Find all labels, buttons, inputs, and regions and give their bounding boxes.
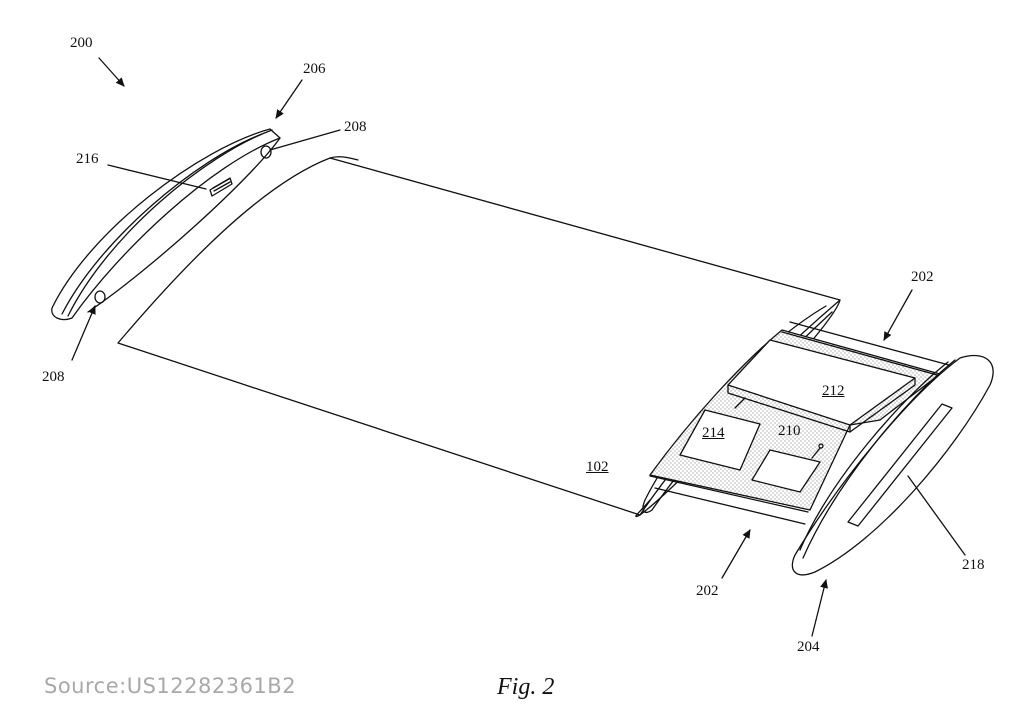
label-device-200: 200 (70, 35, 93, 51)
label-slot-218: 218 (962, 557, 985, 573)
port-upper (260, 145, 272, 159)
label-port-208-lower: 208 (42, 369, 65, 385)
internal-tray (649, 321, 961, 525)
label-top-cap-206: 206 (303, 61, 326, 77)
figure-caption: Fig. 2 (497, 674, 555, 700)
label-board-214: 214 (702, 425, 725, 441)
label-display-102: 102 (586, 459, 609, 475)
port-lower (94, 290, 106, 304)
right-end-cap (791, 354, 994, 576)
chip-210 (751, 449, 821, 493)
left-end-cap (51, 128, 281, 321)
label-slot-216: 216 (76, 151, 99, 167)
label-rail-202-upper: 202 (911, 269, 934, 285)
source-note: Source:US12282361B2 (44, 674, 297, 698)
label-board-212: 212 (822, 383, 845, 399)
label-chip-210: 210 (778, 423, 801, 439)
label-port-208-upper: 208 (344, 119, 367, 135)
slot-218 (847, 403, 953, 527)
label-rail-202-lower: 202 (696, 583, 719, 599)
label-bottom-cap-204: 204 (797, 639, 820, 655)
board-214 (679, 409, 761, 471)
